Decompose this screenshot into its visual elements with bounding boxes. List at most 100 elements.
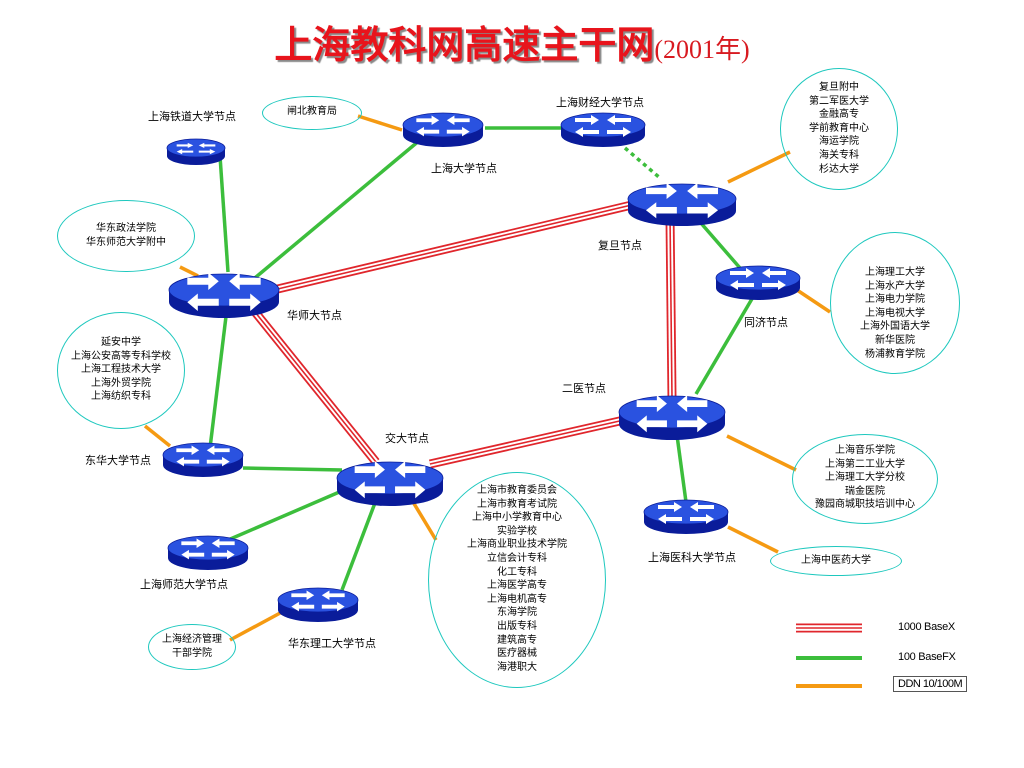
link-zhengfa-huashida — [179, 265, 199, 278]
link-fudan-eryi — [665, 215, 677, 399]
router-arrow-icon — [762, 268, 786, 278]
site-text-jiaowei: 上海市教育委员会 上海市教育考试院 上海中小学教育中心 实验学校 上海商业职业技… — [428, 484, 606, 674]
router-arrow-icon — [687, 202, 718, 219]
router-arrow-icon — [677, 395, 708, 412]
site-line: 海关专科 — [819, 149, 859, 161]
site-line: 立信会计专科 — [487, 552, 547, 564]
router-arrow-icon — [607, 127, 631, 137]
router-arrow-icon — [395, 461, 426, 478]
node-label-yike: 上海医科大学节点 — [648, 551, 736, 564]
router-arrow-icon — [229, 272, 261, 290]
site-line: 上海水产大学 — [865, 280, 925, 292]
site-line: 海运学院 — [819, 136, 859, 148]
router-arrow-icon — [176, 149, 194, 155]
site-ellipse-fudan-group — [780, 68, 898, 190]
link-eryi-yike — [674, 427, 688, 503]
site-line: 上海理工大学 — [865, 267, 925, 278]
router-arrow-icon — [762, 280, 786, 290]
router-arrow-icon — [395, 481, 426, 499]
router-tiedao — [166, 138, 226, 165]
router-arrow-icon — [229, 293, 261, 311]
site-line: 上海公安高等专科学校 — [71, 350, 171, 362]
router-arrow-icon — [176, 142, 194, 148]
link-yanan-donghua — [143, 424, 172, 448]
site-text-zhabei: 闸北教育局 — [262, 105, 362, 119]
link-zhabei-shangda — [357, 114, 403, 132]
link-huali-jiaoda — [340, 494, 380, 591]
site-line: 复旦附中 — [819, 82, 859, 93]
site-line: 干部学院 — [172, 647, 212, 659]
router-arrow-icon — [211, 549, 235, 560]
site-ellipse-huadong-zhengfa — [57, 200, 195, 272]
legend-label-fast: 100 BaseFX — [898, 651, 956, 663]
site-line: 上海医学高专 — [487, 580, 547, 592]
site-line: 上海纺织专科 — [91, 391, 151, 403]
router-arrow-icon — [687, 182, 718, 199]
link-fudan-tongji — [698, 220, 742, 270]
router-arrow-icon — [658, 502, 682, 512]
node-label-shifan: 上海师范大学节点 — [140, 578, 228, 591]
link-tongji-eryi — [694, 291, 758, 395]
node-label-tiedao: 上海铁道大学节点 — [148, 110, 236, 123]
site-line: 上海外国语大学 — [860, 321, 930, 333]
node-label-huali: 华东理工大学节点 — [288, 637, 376, 650]
site-line: 上海市教育委员会 — [477, 485, 557, 496]
router-arrow-icon — [187, 272, 219, 290]
router-arrow-icon — [690, 502, 714, 512]
site-line: 上海理工大学分校 — [825, 472, 905, 484]
site-line: 瑞金医院 — [845, 485, 885, 497]
site-text-jingji: 上海经济管理 干部学院 — [148, 633, 236, 660]
site-line: 上海电力学院 — [865, 294, 925, 306]
link-yinyue-eryi — [726, 434, 797, 472]
site-ellipse-zhabei — [262, 96, 362, 130]
router-arrow-icon — [636, 415, 667, 433]
site-line: 上海电机高专 — [487, 593, 547, 605]
legend-label-gigabit: 1000 BaseX — [898, 621, 955, 633]
site-line: 闸北教育局 — [287, 106, 337, 117]
router-arrow-icon — [416, 126, 440, 137]
router-arrow-icon — [198, 149, 216, 155]
link-huashida-jiaoda — [251, 309, 380, 465]
site-ellipse-jiaowei — [428, 472, 606, 688]
router-arrow-icon — [607, 115, 631, 125]
site-text-ligong: 上海理工大学 上海水产大学 上海电力学院 上海电视大学 上海外国语大学 新华医院… — [830, 266, 960, 361]
router-arrow-icon — [354, 481, 385, 499]
site-line: 新华医院 — [875, 334, 915, 346]
router-arrow-icon — [187, 293, 219, 311]
routers — [162, 112, 801, 622]
router-arrow-icon — [181, 549, 205, 560]
node-label-shangda: 上海大学节点 — [431, 162, 497, 175]
site-line: 延安中学 — [101, 337, 141, 348]
site-ellipse-jingji — [148, 624, 236, 670]
site-ellipse-zhongyiyao — [770, 546, 902, 576]
link-huashida-fudan — [263, 198, 642, 297]
node-label-huashida: 华师大节点 — [287, 309, 342, 322]
router-arrow-icon — [730, 280, 754, 290]
router-arrow-icon — [321, 590, 345, 600]
router-arrow-icon — [690, 514, 714, 524]
router-arrow-icon — [446, 115, 470, 125]
gigabit-links — [251, 198, 677, 469]
site-line: 东海学院 — [497, 607, 537, 619]
legend-label-ddn: DDN 10/100M — [893, 676, 968, 692]
site-line: 学前教育中心 — [809, 122, 869, 134]
node-label-jiaoda: 交大节点 — [385, 432, 429, 445]
site-line: 上海中医药大学 — [801, 555, 871, 566]
site-line: 豫园商城职技培训中心 — [815, 499, 915, 511]
link-huashida-donghua — [208, 299, 230, 449]
site-line: 上海市教育考试院 — [477, 498, 557, 510]
router-arrow-icon — [181, 538, 205, 548]
site-text-zhongyiyao: 上海中医药大学 — [770, 554, 902, 568]
site-line: 上海商业职业技术学院 — [467, 539, 567, 551]
router-arrow-icon — [291, 601, 315, 612]
router-yike — [643, 499, 729, 534]
site-ellipse-yanan — [57, 312, 185, 429]
legend-swatches — [796, 623, 862, 688]
diagram-title: 上海教科网高速主干网(2001年) — [0, 14, 1024, 69]
node-label-fudan: 复旦节点 — [598, 239, 642, 252]
router-donghua — [162, 442, 244, 477]
router-huashida — [168, 272, 280, 318]
site-text-fudan-group: 复旦附中 第二军医大学 金融高专 学前教育中心 海运学院 海关专科 杉达大学 — [780, 81, 898, 176]
link-jingji-huali — [229, 610, 283, 642]
